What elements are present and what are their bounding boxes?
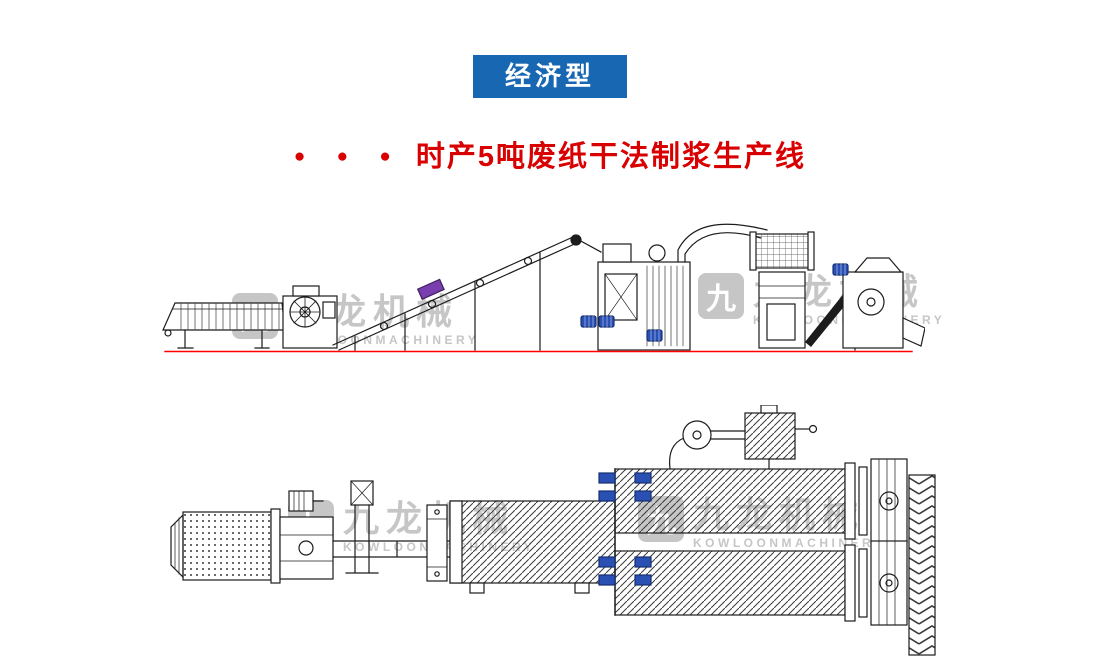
blower-assembly (668, 405, 818, 470)
motor-icon (598, 315, 615, 328)
motor-icon (580, 315, 597, 328)
valve-fittings (598, 472, 652, 586)
page-title: ● ● ● 时产5吨废纸干法制浆生产线 (0, 133, 1100, 175)
incline-conveyor-1 (332, 234, 582, 351)
title-bullets: ● ● ● (293, 146, 404, 167)
discharge-bin (758, 271, 806, 349)
top-diagram (162, 223, 925, 353)
end-discs-lower (844, 540, 908, 626)
title-text: 时产5吨废纸干法制浆生产线 (415, 141, 807, 173)
drive-unit (279, 490, 334, 580)
inlet-flange (426, 504, 448, 582)
bottom-diagram (170, 405, 936, 656)
discharge-belt (908, 474, 936, 656)
motor-icon (832, 263, 849, 276)
feed-drum (170, 508, 281, 584)
motor-icon (646, 329, 663, 342)
screening-machine (578, 239, 691, 351)
drum-body (449, 468, 846, 616)
outfeed-machine (842, 257, 925, 349)
end-discs-upper (844, 458, 908, 544)
cyclone-duct (677, 223, 768, 263)
magnetic-separator (416, 278, 445, 300)
watermark-latin: KOWLOONMACHINERY (693, 535, 886, 550)
perforated-drum (749, 231, 815, 271)
kowloon-logo-icon: 九 (698, 273, 744, 319)
economy-type-badge: 经济型 (472, 55, 628, 98)
gearbox-stand (345, 480, 379, 574)
shredder (282, 285, 338, 349)
chain-conveyor (162, 302, 286, 349)
